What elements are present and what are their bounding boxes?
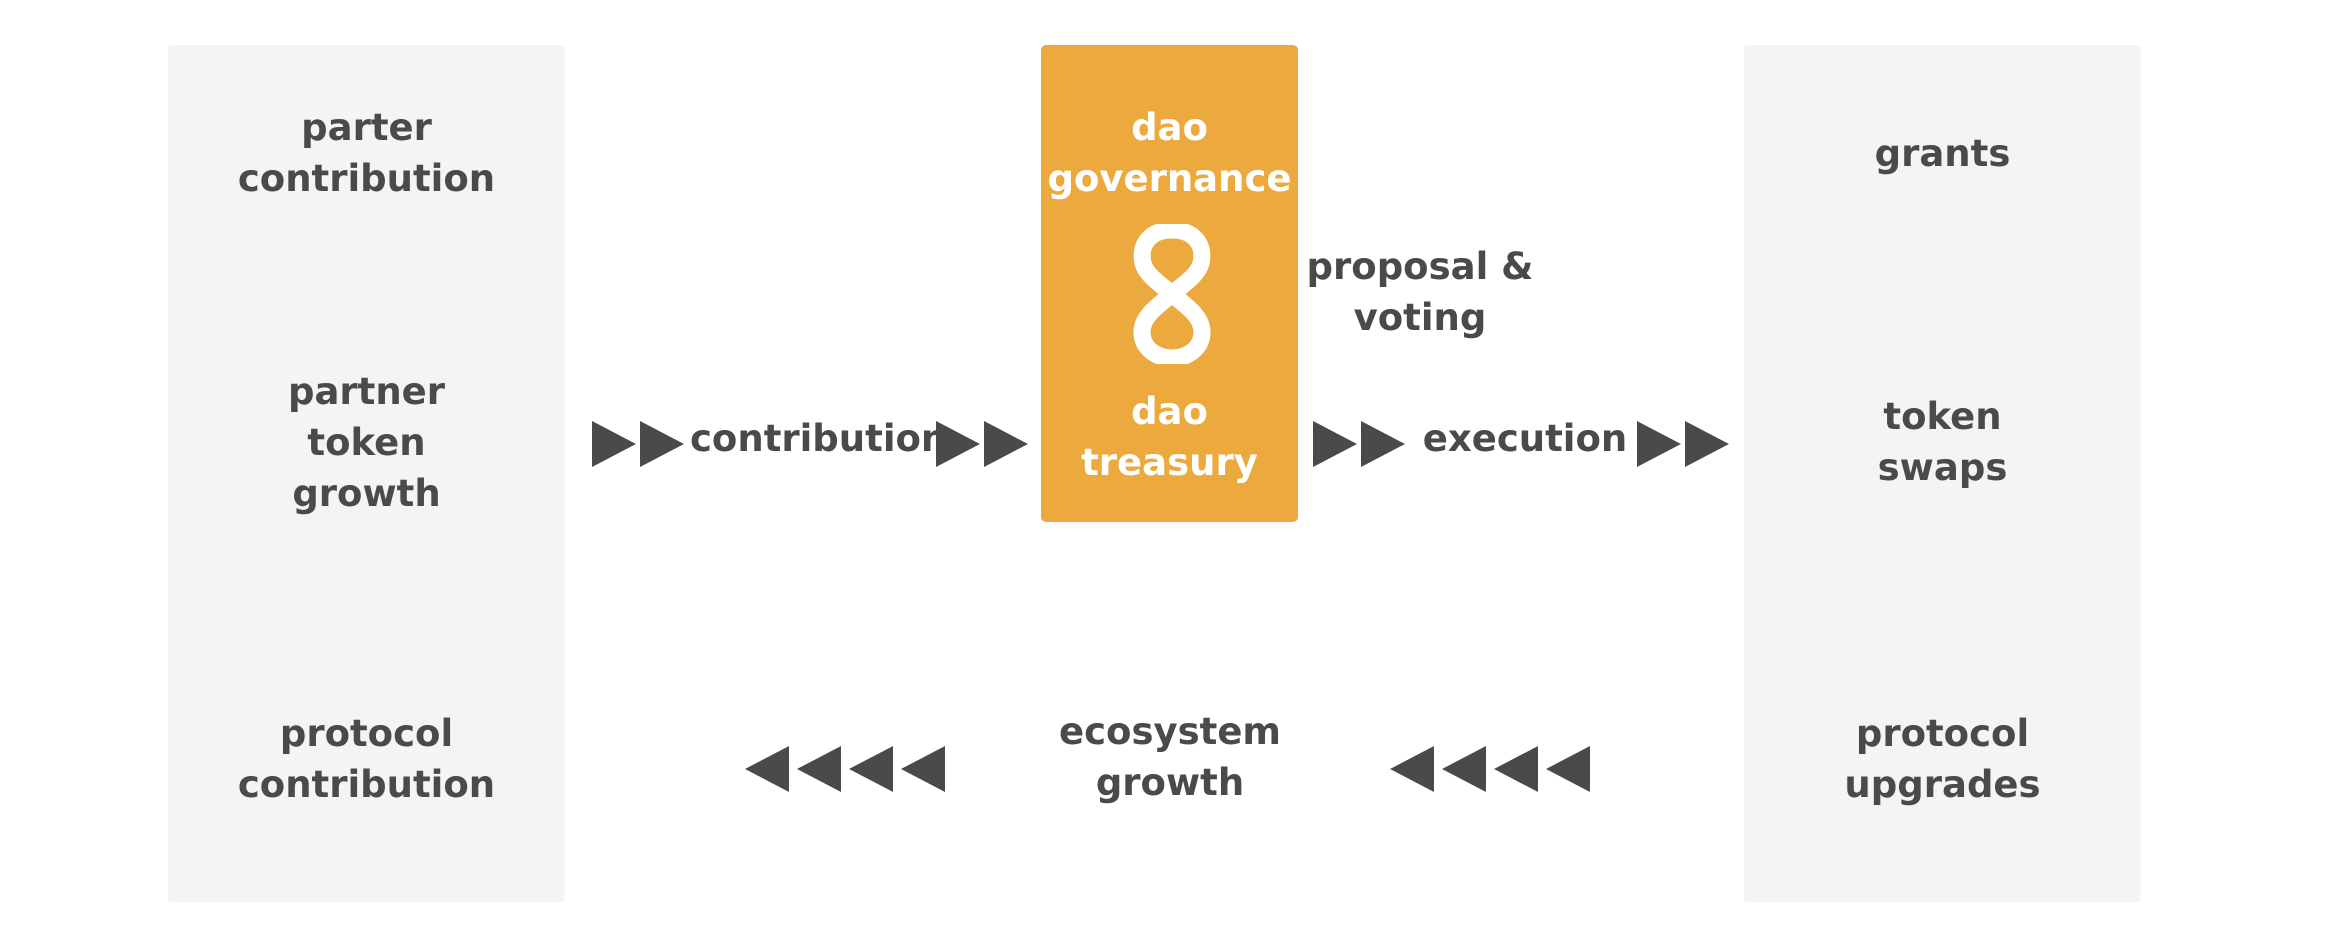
arrow-group-left-to-contribution xyxy=(592,421,692,467)
right-arrow-icon xyxy=(1361,421,1405,467)
right-arrow-icon xyxy=(592,421,636,467)
infinity-eight-logo-icon xyxy=(1133,224,1211,364)
arrow-group-contribution-to-center xyxy=(936,421,1036,467)
left-arrow-icon xyxy=(1494,746,1538,792)
right-item-token-swaps: token swaps xyxy=(1877,395,2008,489)
right-panel xyxy=(1744,45,2141,902)
left-item-partner-token-growth: partner token growth xyxy=(287,370,446,515)
left-arrow-icon xyxy=(1390,746,1434,792)
contribution-label: contribution xyxy=(690,417,948,460)
ecosystem-growth-label: ecosystem growth xyxy=(1059,710,1281,804)
arrow-group-right-to-ecosystem xyxy=(1390,746,1600,792)
left-arrow-icon xyxy=(849,746,893,792)
right-arrow-icon xyxy=(984,421,1028,467)
left-arrow-icon xyxy=(797,746,841,792)
arrow-group-execution-to-right xyxy=(1637,421,1737,467)
left-arrow-icon xyxy=(1442,746,1486,792)
right-arrow-icon xyxy=(640,421,684,467)
arrow-group-center-to-execution xyxy=(1313,421,1413,467)
right-arrow-icon xyxy=(1313,421,1357,467)
left-panel xyxy=(168,45,565,902)
right-item-protocol-upgrades: protocol upgrades xyxy=(1844,712,2041,806)
arrow-group-ecosystem-to-left xyxy=(745,746,955,792)
right-item-grants: grants xyxy=(1874,132,2011,175)
dao-governance-label: dao governance xyxy=(1047,106,1292,200)
right-arrow-icon xyxy=(1685,421,1729,467)
left-arrow-icon xyxy=(1546,746,1590,792)
left-arrow-icon xyxy=(745,746,789,792)
dao-treasury-label: dao treasury xyxy=(1081,390,1258,484)
right-arrow-icon xyxy=(936,421,980,467)
dao-center-box: dao governance dao treasury xyxy=(1041,45,1298,522)
left-item-protocol-contribution: protocol contribution xyxy=(237,712,496,806)
right-arrow-icon xyxy=(1637,421,1681,467)
proposal-voting-label: proposal & voting xyxy=(1306,245,1534,339)
left-item-partner-contribution: parter contribution xyxy=(237,106,496,200)
execution-label: execution xyxy=(1422,417,1628,460)
left-arrow-icon xyxy=(901,746,945,792)
